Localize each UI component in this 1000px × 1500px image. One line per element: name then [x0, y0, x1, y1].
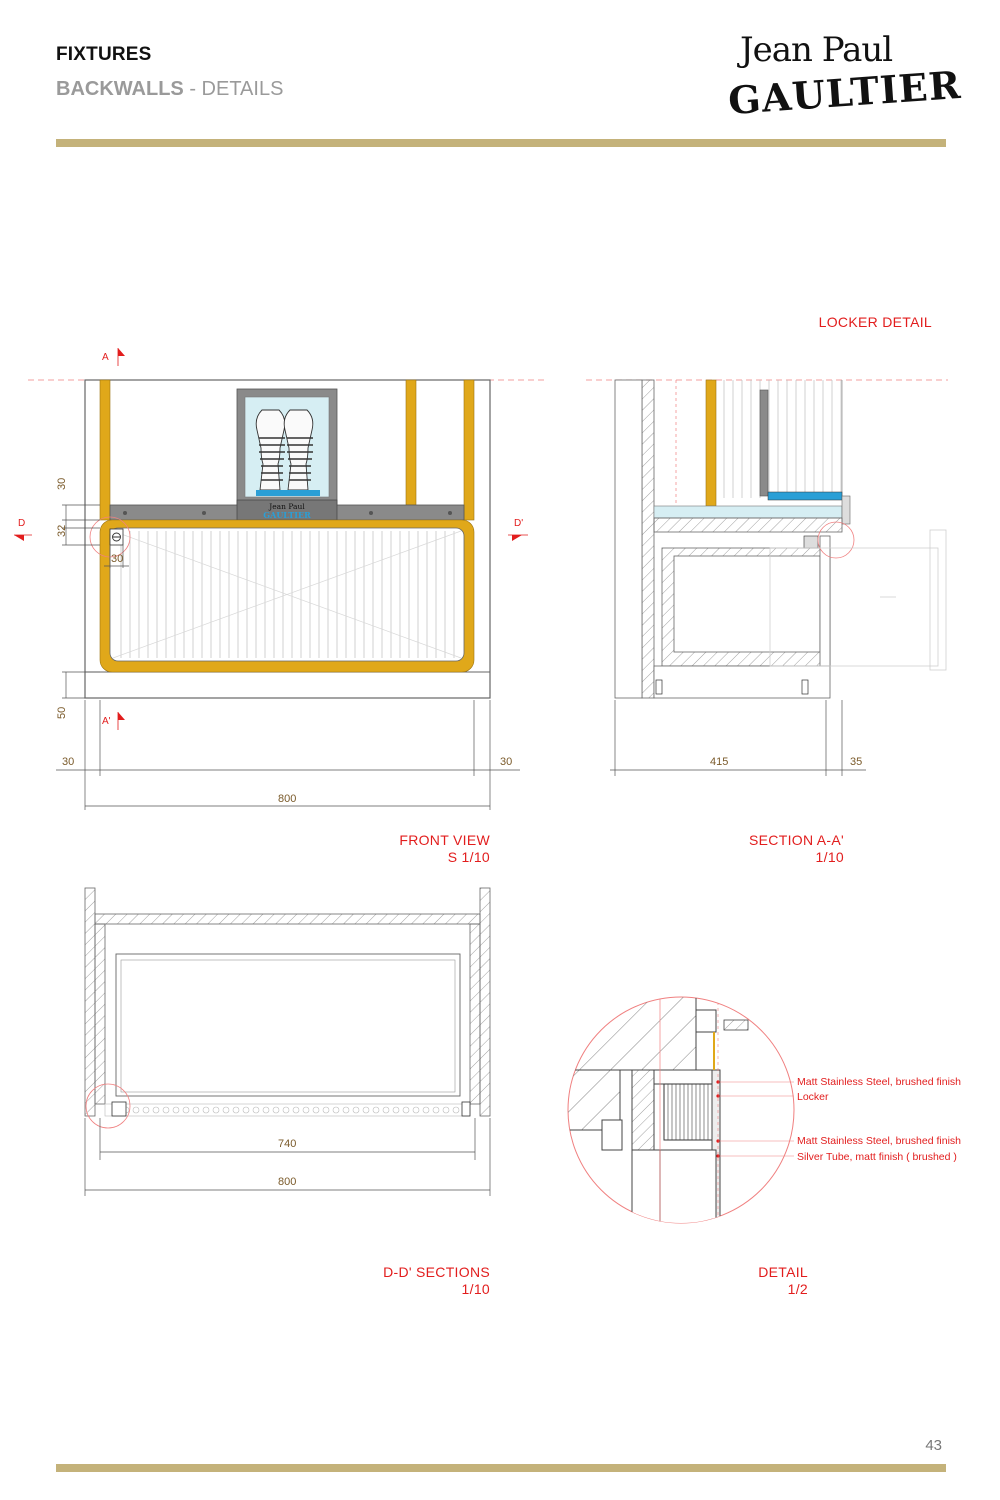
dd-sections-drawing: 740 800 [84, 887, 491, 1196]
detail-scale: 1/2 [787, 1281, 808, 1297]
dim-32: 32 [56, 525, 68, 537]
footer-rule [56, 1464, 946, 1472]
dim-415: 415 [710, 756, 728, 768]
dim-800-dd: 800 [278, 1176, 296, 1188]
torso-bottles [255, 409, 320, 496]
ghost-drawer [769, 529, 947, 671]
display-logo-line1: Jean Paul [268, 502, 305, 511]
page-title: FIXTURES [56, 44, 152, 65]
mark-a: A [102, 352, 109, 363]
front-view-label: FRONT VIEW S 1/10 [330, 832, 490, 866]
front-left-upright [99, 379, 111, 521]
dim-30-left: 30 [62, 756, 74, 768]
dd-sections-label: D-D' SECTIONS 1/10 [330, 1264, 490, 1298]
front-right-upright [463, 379, 475, 521]
dd-dimension-lines [84, 1118, 491, 1196]
display-glass [244, 396, 330, 498]
front-outer-frame [84, 379, 491, 699]
shelf-screws [123, 511, 452, 515]
section-glass-shelf [653, 505, 843, 519]
dim-35: 35 [850, 756, 862, 768]
mark-a-prime: A' [102, 716, 111, 727]
section-aa-drawing: 415 35 [586, 379, 948, 776]
section-marks-front [14, 348, 528, 730]
page-number: 43 [925, 1437, 942, 1454]
section-aa-title: SECTION A-A' [749, 832, 844, 848]
dd-drawer [115, 953, 461, 1097]
dd-sections-scale: 1/10 [461, 1281, 490, 1297]
front-view-drawing: Jean Paul GAULTIER A A' D D' [14, 348, 548, 810]
subtitle-rest: - DETAILS [183, 78, 284, 100]
page-subtitle: BACKWALLS - DETAILS [56, 78, 283, 101]
dim-50: 50 [56, 707, 68, 719]
section-shelf-hatch [653, 517, 843, 533]
brand-logo: Jean Paul GAULTIER [726, 28, 963, 123]
dd-top-panel [94, 913, 481, 925]
front-view-title: FRONT VIEW [399, 832, 490, 848]
detail-label: DETAIL 1/2 [700, 1264, 808, 1298]
subtitle-bold: BACKWALLS [56, 78, 184, 100]
dd-right-wall [479, 887, 491, 1117]
section-dimension-lines [610, 700, 866, 776]
section-aa-label: SECTION A-A' 1/10 [680, 832, 844, 866]
dim-800-front: 800 [278, 793, 296, 805]
dim-30-top: 30 [56, 478, 68, 490]
header-rule [56, 139, 946, 147]
dim-30-right: 30 [500, 756, 512, 768]
detail-drawing: Matt Stainless Steel, brushed finish Loc… [567, 996, 961, 1224]
dd-sections-title: D-D' SECTIONS [383, 1264, 490, 1280]
dd-detail-circle [85, 1083, 131, 1129]
note-steel-1: Matt Stainless Steel, brushed finish [797, 1076, 961, 1088]
mark-d-prime: D' [514, 518, 523, 529]
locker-detail-label: LOCKER DETAIL [818, 314, 932, 330]
note-silver-tube: Silver Tube, matt finish ( brushed ) [797, 1151, 957, 1163]
detail-leaders [718, 1081, 794, 1157]
dim-30-lock: 30 [111, 553, 123, 565]
front-dimension-lines [56, 504, 520, 810]
dd-left-wall [84, 887, 96, 1117]
section-back-wall [641, 379, 655, 699]
section-aa-scale: 1/10 [815, 849, 844, 865]
display-logo-line2: GAULTIER [263, 510, 311, 520]
dim-740: 740 [278, 1138, 296, 1150]
note-steel-2: Matt Stainless Steel, brushed finish [797, 1135, 961, 1147]
front-view-scale: S 1/10 [447, 849, 490, 865]
section-gold-upright [705, 379, 717, 507]
logo-line1: Jean Paul [740, 30, 893, 70]
mark-d: D [18, 518, 25, 529]
front-inner-upright [405, 379, 417, 506]
note-locker: Locker [797, 1091, 829, 1103]
detail-title: DETAIL [758, 1264, 808, 1280]
